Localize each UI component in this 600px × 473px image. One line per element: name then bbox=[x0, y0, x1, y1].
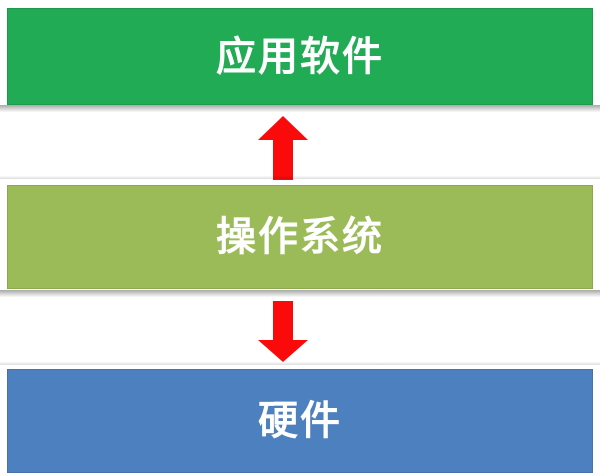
layer-application-software-label: 应用软件 bbox=[216, 34, 384, 79]
slide-top-shadow bbox=[0, 362, 600, 365]
arrow-down-shape bbox=[258, 301, 308, 362]
layer-hardware: 硬件 bbox=[7, 369, 593, 473]
layer-operating-system-label: 操作系统 bbox=[216, 215, 384, 259]
shadow-divider bbox=[0, 105, 600, 112]
layer-operating-system: 操作系统 bbox=[7, 185, 593, 289]
arrow-down-icon bbox=[258, 301, 308, 362]
arrow-up-icon bbox=[258, 116, 308, 180]
layer-hardware-label: 硬件 bbox=[258, 399, 342, 443]
shadow-divider bbox=[0, 290, 600, 297]
arrow-up-shape bbox=[258, 116, 308, 180]
layer-application-software: 应用软件 bbox=[7, 8, 593, 105]
